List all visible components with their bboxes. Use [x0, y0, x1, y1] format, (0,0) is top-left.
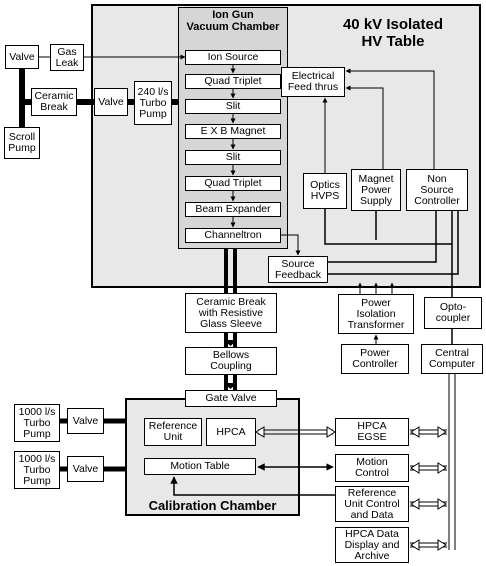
- turbo-pump-box: 240 l/s Turbo Pump: [134, 81, 172, 125]
- vacuum-chamber-title: Ion Gun Vacuum Chamber: [186, 9, 280, 33]
- power-isolation-transformer-box: Power Isolation Transformer: [338, 294, 414, 334]
- non-source-controller-box: Non Source Controller: [406, 169, 468, 211]
- source-feedback-box: Source Feedback: [268, 256, 328, 283]
- slit-box: Slit: [185, 150, 281, 165]
- gate-valve-box: Gate Valve: [185, 390, 277, 407]
- reference-unit-control-box: Reference Unit Control and Data: [335, 486, 409, 522]
- motion-table-box: Motion Table: [144, 458, 256, 475]
- valve-box: Valve: [5, 45, 39, 69]
- calibration-chamber-region: [125, 398, 300, 516]
- ceramic-break-glass-box: Ceramic Break with Resistive Glass Sleev…: [185, 293, 277, 333]
- calibration-chamber-title: Calibration Chamber: [148, 498, 277, 513]
- valve-box: Valve: [67, 408, 104, 434]
- hv-table-title: 40 kV Isolated HV Table: [342, 16, 444, 50]
- exb-magnet-box: E X B Magnet: [185, 124, 281, 139]
- channeltron-box: Channeltron: [185, 228, 281, 243]
- turbo-pump-box: 1000 l/s Turbo Pump: [14, 404, 60, 442]
- central-computer-box: Central Computer: [421, 344, 483, 374]
- optics-hvps-box: Optics HVPS: [303, 173, 347, 209]
- gas-leak-box: Gas Leak: [50, 44, 84, 71]
- beam-expander-box: Beam Expander: [185, 202, 281, 217]
- scroll-pump-box: Scroll Pump: [4, 127, 40, 159]
- reference-unit-box: Reference Unit: [144, 418, 202, 446]
- quad-triplet-box: Quad Triplet: [185, 176, 281, 191]
- slit-box: Slit: [185, 99, 281, 114]
- power-controller-box: Power Controller: [341, 344, 409, 374]
- ceramic-break-box: Ceramic Break: [31, 88, 77, 116]
- bellows-coupling-box: Bellows Coupling: [185, 347, 277, 375]
- ion-source-box: Ion Source: [185, 50, 281, 65]
- motion-control-box: Motion Control: [335, 454, 409, 482]
- electrical-feed-thrus-box: Electrical Feed thrus: [281, 67, 345, 97]
- quad-triplet-box: Quad Triplet: [185, 74, 281, 89]
- valve-box: Valve: [94, 88, 128, 116]
- valve-box: Valve: [67, 456, 104, 482]
- optocoupler-box: Opto- coupler: [424, 297, 482, 329]
- hpca-box: HPCA: [206, 418, 256, 446]
- turbo-pump-box: 1000 l/s Turbo Pump: [14, 451, 60, 489]
- hpca-data-display-box: HPCA Data Display and Archive: [335, 527, 409, 563]
- magnet-power-supply-box: Magnet Power Supply: [351, 169, 401, 211]
